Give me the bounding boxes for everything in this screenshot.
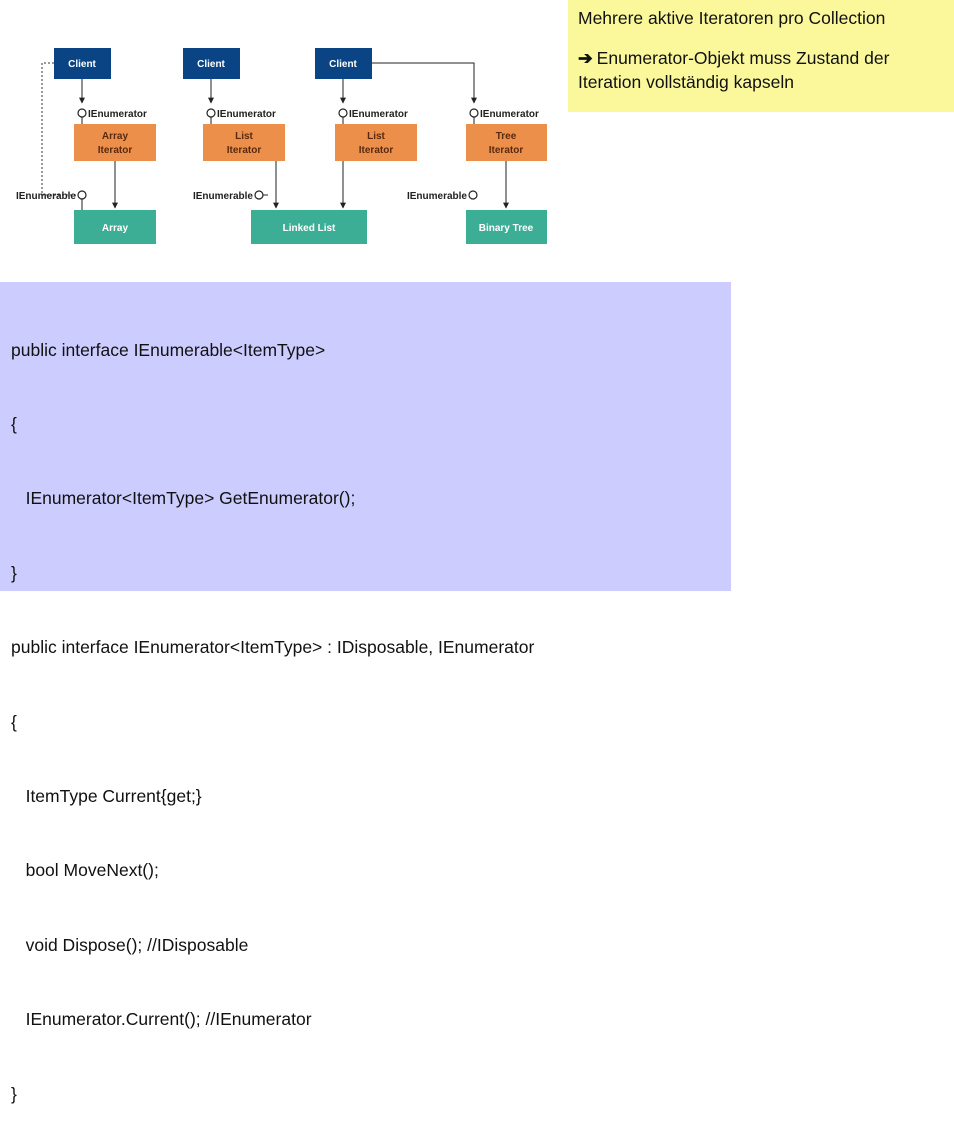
code-line: { xyxy=(11,711,17,732)
code-block: public interface IEnumerable<ItemType> {… xyxy=(0,282,731,1104)
iterator-label-2-line2: Iterator xyxy=(227,145,262,156)
ienumerator-socket-3 xyxy=(338,108,348,118)
code-line: IEnumerator.Current(); //IEnumerator xyxy=(11,1009,312,1030)
ienumerable-label-1: IEnumerable xyxy=(16,191,76,202)
collection-box-2 xyxy=(251,210,367,244)
iterator-label-1-line1: Array xyxy=(102,131,129,142)
note-title: Mehrere aktive Iteratoren pro Collection xyxy=(578,8,886,28)
ienumerator-label-2: IEnumerator xyxy=(217,109,276,120)
collection-label-2: Linked List xyxy=(283,223,336,234)
collection-box-1 xyxy=(74,210,156,244)
iterator-label-3-line1: List xyxy=(367,131,385,142)
iterator-label-4-line2: Iterator xyxy=(489,145,524,156)
client-label-2: Client xyxy=(197,59,225,70)
client-label-1: Client xyxy=(68,59,96,70)
ienumerator-socket-4 xyxy=(469,108,479,118)
iterator-box-4 xyxy=(466,124,547,161)
ienumerable-socket-4 xyxy=(468,190,478,200)
code-line: } xyxy=(11,562,17,583)
ienumerator-socket-2 xyxy=(206,108,216,118)
client-box-3 xyxy=(315,48,372,79)
collection-label-1: Array xyxy=(102,223,129,234)
ienumerable-socket-1 xyxy=(77,190,87,200)
client-box-2 xyxy=(183,48,240,79)
arrow-right-icon: ➔ xyxy=(578,48,593,68)
code-line: public interface IEnumerator<ItemType> :… xyxy=(11,637,535,658)
code-line: bool MoveNext(); xyxy=(11,860,159,881)
iterator-label-2-line1: List xyxy=(235,131,253,142)
iterator-label-1-line2: Iterator xyxy=(98,145,133,156)
code-line: ItemType Current{get;} xyxy=(11,785,202,806)
ienumerable-socket-2 xyxy=(254,190,264,200)
ienumerator-label-4: IEnumerator xyxy=(480,109,539,120)
ienumerable-label-4: IEnumerable xyxy=(407,191,467,202)
ienumerator-label-1: IEnumerator xyxy=(88,109,147,120)
iterator-box-3 xyxy=(335,124,417,161)
code-line: public interface IEnumerable<ItemType> xyxy=(11,339,326,360)
code-line: IEnumerator<ItemType> GetEnumerator(); xyxy=(11,488,356,509)
client-label-3: Client xyxy=(329,59,357,70)
ienumerator-label-3: IEnumerator xyxy=(349,109,408,120)
code-line: { xyxy=(11,413,17,434)
dotted-client-link-1 xyxy=(41,62,78,196)
ienumerable-label-2: IEnumerable xyxy=(193,191,253,202)
note-conclusion: ➔Enumerator-Objekt muss Zustand der Iter… xyxy=(578,46,954,94)
code-line: void Dispose(); //IDisposable xyxy=(11,934,249,955)
collection-label-4: Binary Tree xyxy=(479,223,534,234)
client-box-1 xyxy=(54,48,111,79)
note-conclusion-text: Enumerator-Objekt muss Zustand der Itera… xyxy=(578,48,890,92)
ienumerator-socket-1 xyxy=(77,108,87,118)
connector-client3-tree xyxy=(372,62,477,104)
code-line: } xyxy=(11,1083,17,1104)
iterator-diagram: Client IEnumerator Array Iterator IEnume… xyxy=(16,48,547,244)
yellow-note-box: Mehrere aktive Iteratoren pro Collection… xyxy=(568,0,954,112)
iterator-box-2 xyxy=(203,124,285,161)
iterator-label-4-line1: Tree xyxy=(496,131,517,142)
iterator-label-3-line2: Iterator xyxy=(359,145,394,156)
iterator-box-1 xyxy=(74,124,156,161)
collection-box-4 xyxy=(466,210,547,244)
